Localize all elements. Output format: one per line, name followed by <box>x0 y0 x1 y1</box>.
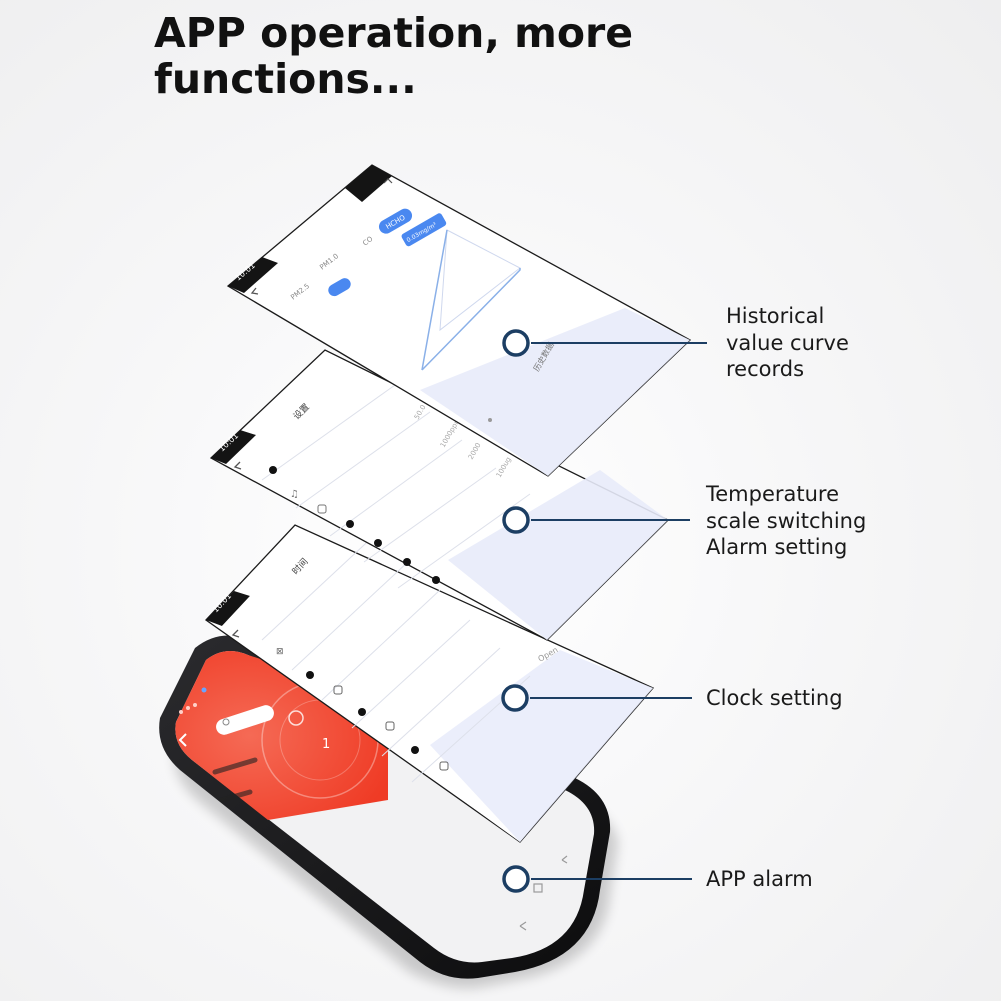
nav-back-icon[interactable] <box>561 855 568 864</box>
callout-history-line-3: records <box>726 357 805 381</box>
nav-home-icon[interactable] <box>533 883 543 893</box>
settings-toggle-5[interactable] <box>432 576 440 584</box>
clock-icon <box>288 710 304 726</box>
settings-back-icon[interactable] <box>233 461 242 470</box>
history-share-icon[interactable] <box>383 178 393 184</box>
callout-dot-alarm <box>502 865 530 893</box>
callout-alarm-line-1: APP alarm <box>706 867 813 891</box>
clock-toggle-2[interactable] <box>358 708 366 716</box>
clock-row-icon <box>333 685 343 695</box>
callout-settings-line-3: Alarm setting <box>706 535 848 559</box>
callout-dot-settings <box>502 506 530 534</box>
headline: APP operation, more functions... <box>154 10 633 102</box>
clock-toggle-3[interactable] <box>411 746 419 754</box>
history-range-pill[interactable] <box>326 276 353 298</box>
callout-settings-line-2: scale switching <box>706 508 867 533</box>
history-value-curve <box>421 229 521 371</box>
settings-toggle-1[interactable] <box>269 466 277 474</box>
settings-toggle-4[interactable] <box>403 558 411 566</box>
settings-toggle-3[interactable] <box>374 539 382 547</box>
callout-dot-history <box>502 329 530 357</box>
search-icon <box>222 718 230 726</box>
callout-alarm: APP alarm <box>706 866 813 893</box>
alarm-search-pill[interactable] <box>214 703 276 737</box>
callout-clock-line-1: Clock setting <box>706 686 843 710</box>
nav-icon[interactable] <box>519 921 527 931</box>
callout-history-line-2: value curve <box>726 330 849 355</box>
back-chevron-icon[interactable] <box>178 733 187 747</box>
history-chart-grid <box>439 229 521 332</box>
history-back-icon[interactable] <box>250 287 259 295</box>
bell-icon: ♫ <box>290 489 299 500</box>
callout-history: Historical value curve records <box>726 303 849 383</box>
clock-back-icon[interactable] <box>231 629 240 638</box>
callout-clock: Clock setting <box>706 685 843 712</box>
settings-row-icon <box>317 504 327 514</box>
settings-toggle-2[interactable] <box>346 520 354 528</box>
history-screen: 10:01 PM2.5 PM1.0 CO HCHO 0.03mg/m³ 历史数据 <box>226 164 692 477</box>
headline-line-2: functions... <box>154 55 417 103</box>
callout-settings: Temperature scale switching Alarm settin… <box>706 481 866 561</box>
svg-text:⊠: ⊠ <box>276 647 284 657</box>
alarm-badge: 1 <box>322 737 330 752</box>
clock-toggle-1[interactable] <box>306 671 314 679</box>
callout-settings-line-1: Temperature <box>706 482 840 506</box>
callout-markers <box>501 329 707 893</box>
callout-history-line-1: Historical <box>726 304 825 328</box>
headline-line-1: APP operation, more <box>154 9 634 57</box>
callout-dot-clock <box>501 684 529 712</box>
